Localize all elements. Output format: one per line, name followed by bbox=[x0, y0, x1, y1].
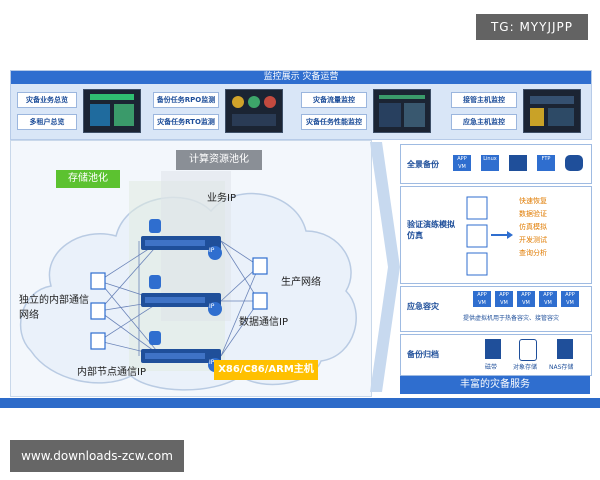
list-item: 查询分析 bbox=[519, 249, 547, 257]
verification-list: 快速恢复 数据验证 仿真模拟 开发测试 查询分析 bbox=[519, 195, 581, 260]
dashboard-thumbnail bbox=[225, 89, 283, 133]
network-diagram-svg bbox=[20, 171, 357, 391]
dashboard-thumbnail bbox=[83, 89, 141, 133]
database-icon bbox=[149, 219, 161, 345]
archive-item: 对象存储 bbox=[513, 364, 538, 371]
services-footer: 丰富的灾备服务 bbox=[400, 376, 590, 394]
data-comm-ip-label: 数据通信IP bbox=[239, 317, 288, 328]
dashboard-thumbnail bbox=[373, 89, 431, 133]
panel-label: 验证演练模拟仿真 bbox=[407, 220, 455, 240]
panel-verification: 验证演练模拟仿真 快速恢复 数据验证 仿真模拟 开发测试 查询分析 bbox=[400, 186, 592, 284]
compute-pool-tag: 计算资源池化 bbox=[176, 150, 262, 170]
server-rack bbox=[141, 236, 221, 250]
chevron-right-icon bbox=[370, 142, 400, 392]
menu-button[interactable]: 灾备流量监控 bbox=[301, 92, 367, 108]
architecture-diagram: IP IP IP 业务IP 生产网络 独立的内部通信网络 数据通信IP 内部节点… bbox=[10, 140, 372, 397]
node-icon bbox=[90, 257, 268, 350]
monitoring-banner: 监控展示 灾备运营 灾备业务总览 多租户总览 备份任务RPO监测 灾备任务RTO… bbox=[10, 70, 592, 140]
nas-icon bbox=[557, 339, 573, 359]
internal-node-ip-label: 内部节点通信IP bbox=[77, 367, 146, 378]
ip-badge-text: IP bbox=[209, 303, 215, 310]
panel-archive: 备份归档 磁带 对象存储 NAS存储 bbox=[400, 334, 592, 376]
menu-button[interactable]: 接管主机监控 bbox=[451, 92, 517, 108]
list-item: 仿真模拟 bbox=[519, 223, 547, 231]
object-storage-icon bbox=[519, 339, 537, 361]
ftp-icon: FTP bbox=[537, 155, 555, 171]
tape-icon bbox=[485, 339, 501, 359]
menu-button[interactable]: 灾备任务RTO监测 bbox=[153, 114, 219, 130]
menu-button[interactable]: 灾备任务性能监控 bbox=[301, 114, 367, 130]
business-ip-label: 业务IP bbox=[207, 193, 236, 204]
panel-label: 备份归档 bbox=[407, 350, 439, 359]
dashboard-thumbnail bbox=[523, 89, 581, 133]
server-rack bbox=[141, 349, 221, 363]
archive-item: 磁带 bbox=[485, 364, 498, 371]
database-icon bbox=[565, 155, 583, 171]
menu-button[interactable]: 灾备业务总览 bbox=[17, 92, 77, 108]
panel-label: 应急容灾 bbox=[407, 302, 439, 311]
monitor-icon bbox=[509, 155, 527, 171]
emergency-caption: 提供虚拟机用于热备容灾、接管容灾 bbox=[463, 315, 560, 322]
menu-button[interactable]: 多租户总览 bbox=[17, 114, 77, 130]
ip-badge-text: IP bbox=[209, 247, 215, 254]
linux-icon: Linux bbox=[481, 155, 499, 171]
list-item: 开发测试 bbox=[519, 236, 547, 244]
independent-network-label: 独立的内部通信网络 bbox=[19, 295, 89, 321]
host-platform-tag: X86/C86/ARM主机 bbox=[214, 360, 318, 380]
document-stack-icon bbox=[466, 196, 513, 276]
menu-button[interactable]: 备份任务RPO监测 bbox=[153, 92, 219, 108]
storage-pool-tag: 存储池化 bbox=[56, 170, 120, 188]
banner-title: 监控展示 灾备运营 bbox=[11, 71, 591, 84]
server-rack bbox=[141, 293, 221, 307]
panel-label: 全景备份 bbox=[407, 160, 439, 169]
watermark-bottom: www.downloads-zcw.com bbox=[10, 440, 184, 472]
bottom-band bbox=[0, 398, 600, 408]
menu-button[interactable]: 应急主机监控 bbox=[451, 114, 517, 130]
production-network-label: 生产网络 bbox=[281, 277, 321, 288]
watermark-top: TG: MYYJJPP bbox=[476, 14, 588, 40]
list-item: 快速恢复 bbox=[519, 197, 547, 205]
ip-badge-text: IP bbox=[209, 359, 215, 366]
list-item: 数据验证 bbox=[519, 210, 547, 218]
archive-item: NAS存储 bbox=[549, 364, 574, 371]
